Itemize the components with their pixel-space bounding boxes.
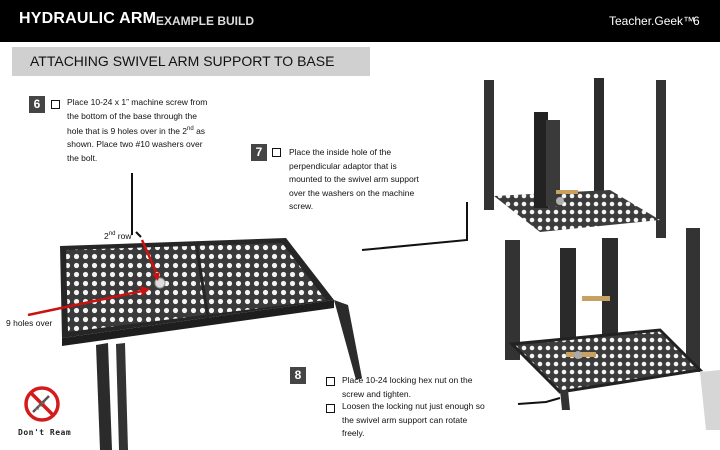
step-8-bullet-1-line-2: screw and tighten. xyxy=(342,388,411,399)
holes-over-label: 9 holes over xyxy=(6,318,53,328)
step-6-line-4: shown. Place two #10 washers over xyxy=(67,139,203,150)
step-6-line-5: the bolt. xyxy=(67,152,98,163)
row-label-number: 2 xyxy=(104,231,109,241)
brand-name: Teacher.Geek™ xyxy=(609,14,696,28)
step-8-bullet-1-line-1: Place 10-24 locking hex nut on the xyxy=(342,375,473,385)
step-7-line-4: over the washers on the machine xyxy=(289,187,415,198)
step-8-badge: 8 xyxy=(290,367,306,384)
row-label-tail: row xyxy=(115,231,132,241)
step-7-line-1: Place the inside hole of the xyxy=(289,147,392,157)
document-title: HYDRAULIC ARM xyxy=(19,10,157,27)
assembly-photo-step8 xyxy=(505,228,704,410)
step-8-checkbox-2-icon[interactable] xyxy=(326,404,335,413)
base-plate-lower xyxy=(700,370,720,430)
step-7-line-2: perpendicular adaptor that is xyxy=(289,160,397,171)
step-6-badge: 6 xyxy=(29,96,45,113)
step-7-checkbox-icon[interactable] xyxy=(272,148,281,157)
step-6-ordinal: nd xyxy=(187,126,194,132)
step-6-line-3-text: hole that is 9 holes over in the 2 xyxy=(67,125,188,136)
step-7-badge: 7 xyxy=(251,144,267,161)
row-label-ordinal: nd xyxy=(108,231,116,238)
section-banner: ATTACHING SWIVEL ARM SUPPORT TO BASE xyxy=(12,47,370,76)
step-6-line-3: hole that is 9 holes over in the 2nd as xyxy=(67,123,237,138)
step-7-line-3: mounted to the swivel arm support xyxy=(289,174,419,184)
step-6-checkbox-icon[interactable] xyxy=(51,100,60,109)
holes-arrow xyxy=(27,286,150,317)
document-subtitle: EXAMPLE BUILD xyxy=(156,14,255,28)
header-bar: HYDRAULIC ARM EXAMPLE BUILD Teacher.Geek… xyxy=(0,0,720,42)
step-8-bullet-1: Place 10-24 locking hex nut on the screw… xyxy=(342,374,517,401)
step-8-bullet-2: Loosen the locking nut just enough so th… xyxy=(342,400,517,441)
step-8-checkbox-1-icon[interactable] xyxy=(326,377,335,386)
step-6-line-3-tail: as xyxy=(193,125,206,136)
row-label: 2nd row xyxy=(104,231,131,241)
step-7-instructions: Place the inside hole of the perpendicul… xyxy=(289,146,449,214)
step-6-line-2: the bottom of the base through the xyxy=(67,110,197,121)
base-plate-main xyxy=(60,238,362,450)
page-number: 6 xyxy=(693,14,700,28)
row-arrow xyxy=(140,239,160,281)
step-6-line-1: Place 10-24 x 1” machine screw from xyxy=(67,97,208,107)
callout-lines xyxy=(131,173,561,405)
step-7-line-5: screw. xyxy=(289,201,314,211)
drill-bit-icon xyxy=(32,395,50,413)
step-6-instructions: Place 10-24 x 1” machine screw from the … xyxy=(67,96,237,165)
step-8-bullet-2-line-1: Loosen the locking nut just enough so xyxy=(342,401,485,411)
assembly-photo-step7 xyxy=(478,78,666,238)
section-title: ATTACHING SWIVEL ARM SUPPORT TO BASE xyxy=(30,53,335,69)
step-8-bullet-2-line-3: freely. xyxy=(342,428,365,438)
step-8-bullet-2-line-2: the swivel arm support can rotate xyxy=(342,414,468,425)
dont-ream-label: Don't Ream xyxy=(18,428,72,437)
prohibition-sign-icon xyxy=(24,386,60,422)
